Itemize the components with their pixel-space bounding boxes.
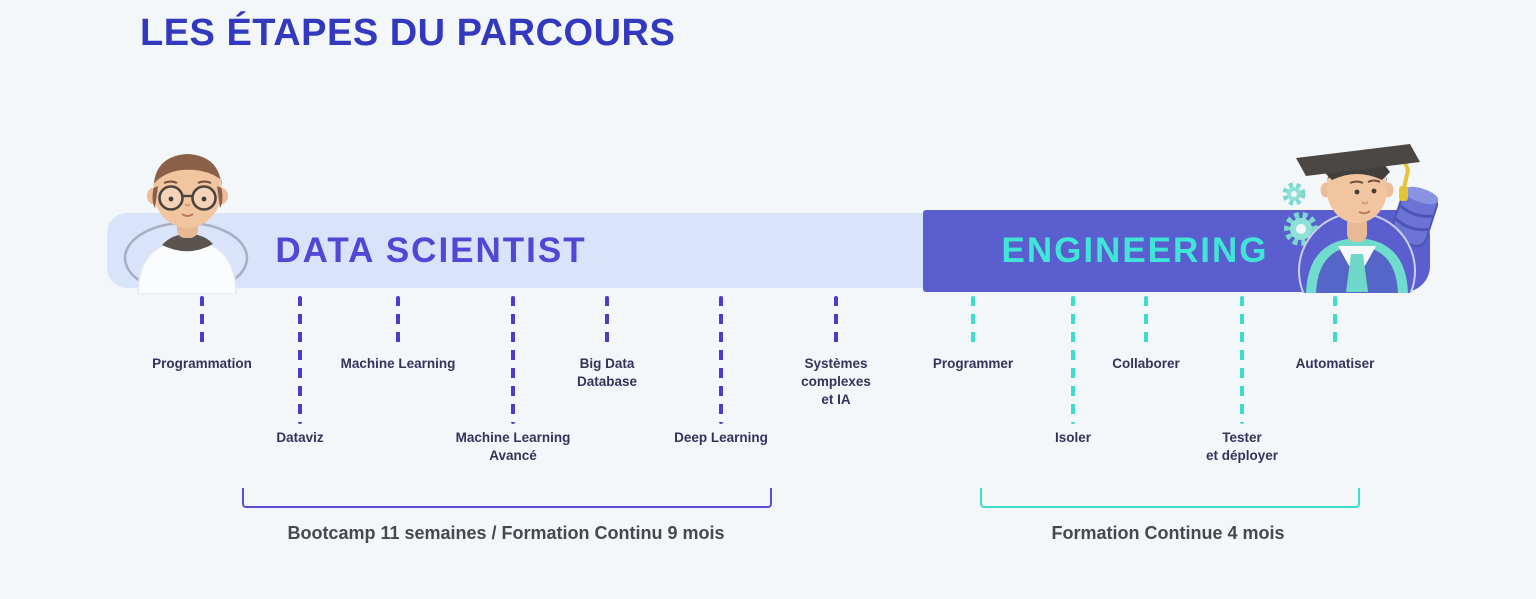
data-scientist-duration-label: Bootcamp 11 semaines / Formation Continu… (287, 523, 725, 543)
engineer-graduate-avatar-icon (1282, 144, 1438, 293)
milestone-label: Big Data Database (576, 356, 638, 389)
milestone-label: Programmation (152, 356, 252, 371)
milestone-label: Automatiser (1295, 356, 1375, 371)
milestone-tick (200, 296, 204, 350)
phase-name-engineering: ENGINEERING (1001, 231, 1269, 270)
engineering-duration-bracket (980, 488, 1360, 508)
milestone-label: Machine Learning (340, 356, 456, 371)
milestone-tick (1333, 296, 1337, 350)
milestone-label: Programmer (932, 356, 1014, 371)
milestone-label: Isoler (1054, 430, 1092, 445)
milestone-label: Collaborer (1112, 356, 1180, 371)
milestone-label: Systèmes complexes et IA (801, 356, 871, 407)
milestone-tick (605, 296, 609, 350)
engineering-duration-label: Formation Continue 4 mois (1051, 523, 1285, 543)
milestone-tick (396, 296, 400, 350)
milestone-tick (298, 296, 302, 424)
phase-name-data-scientist: DATA SCIENTIST (275, 231, 587, 270)
milestone-tick (1240, 296, 1244, 424)
milestone-tick (511, 296, 515, 424)
milestone-label: Machine Learning Avancé (455, 430, 571, 463)
milestone-label: Deep Learning (674, 430, 768, 445)
data-scientist-phase-bar (107, 213, 923, 288)
data-scientist-duration-bracket (242, 488, 772, 508)
gears-icon (1282, 182, 1318, 246)
milestone-tick (719, 296, 723, 424)
page-title: LES ÉTAPES DU PARCOURS (140, 12, 676, 54)
database-icon (1390, 186, 1438, 247)
data-scientist-avatar-icon (123, 154, 249, 294)
milestone-tick (1071, 296, 1075, 424)
milestone-label: Tester et déployer (1205, 430, 1279, 463)
milestone-label: Dataviz (276, 430, 324, 445)
milestone-tick (971, 296, 975, 350)
milestone-tick (834, 296, 838, 350)
milestone-tick (1144, 296, 1148, 350)
